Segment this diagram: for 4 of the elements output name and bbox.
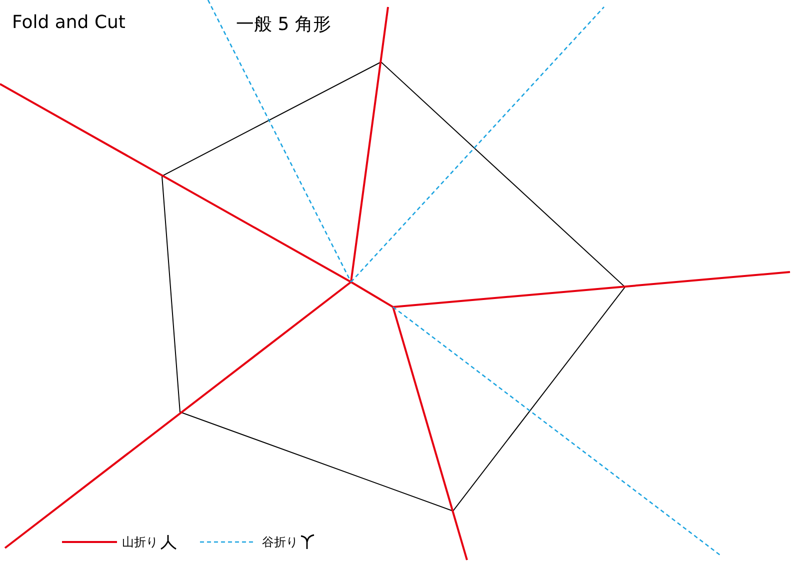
legend-label: 谷折り <box>262 534 298 551</box>
title: Fold and Cut <box>12 12 126 33</box>
subtitle: 一般 5 角形 <box>236 13 331 36</box>
legend-label: 山折り <box>122 534 158 551</box>
